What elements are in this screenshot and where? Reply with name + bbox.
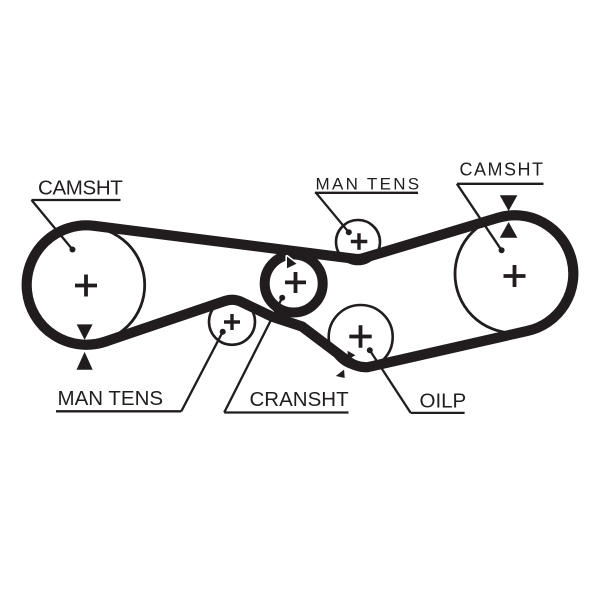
svg-text:MAN TENS: MAN TENS	[58, 387, 164, 410]
svg-text:CAMSHT: CAMSHT	[38, 177, 123, 200]
svg-text:MAN TENS: MAN TENS	[316, 175, 422, 194]
svg-text:OILP: OILP	[420, 390, 467, 413]
svg-text:CAMSHT: CAMSHT	[460, 160, 545, 180]
svg-text:CRANSHT: CRANSHT	[250, 388, 350, 411]
